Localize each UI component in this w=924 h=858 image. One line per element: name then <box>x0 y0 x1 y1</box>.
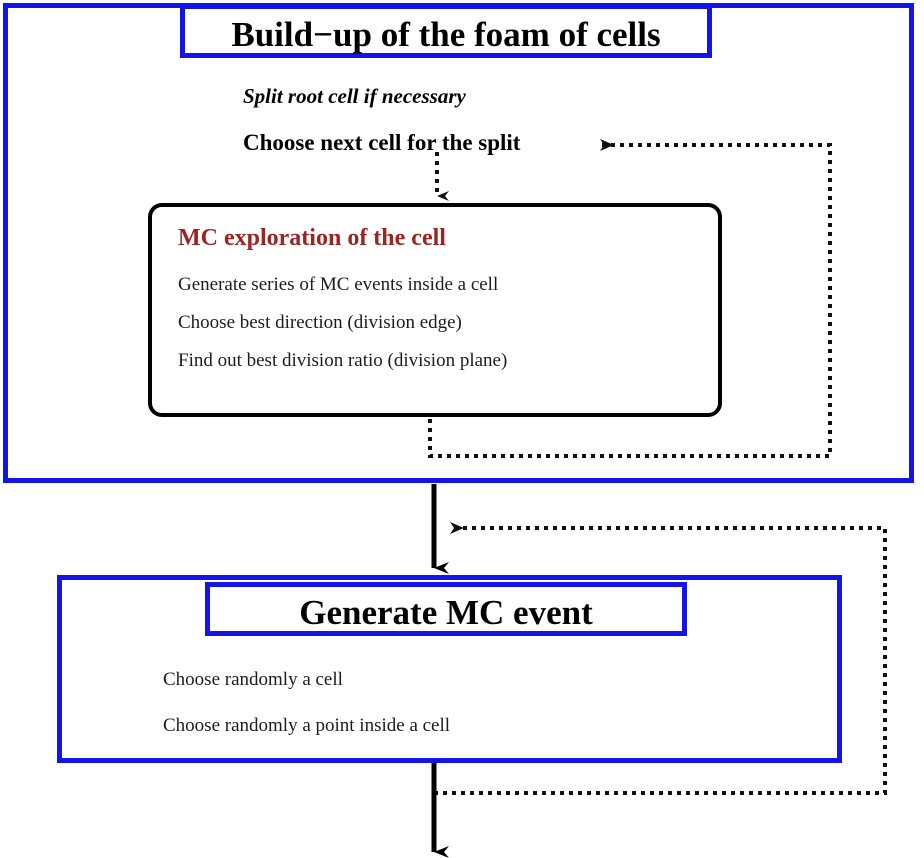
buildup-phase-heading: Build−up of the foam of cells <box>180 4 712 58</box>
generate-mc-event-step-2: Choose randomly a point inside a cell <box>163 715 451 736</box>
mc-exploration-step-2: Choose best direction (division edge) <box>178 312 462 333</box>
choose-next-cell-step: Choose next cell for the split <box>243 130 521 155</box>
mc-exploration-box: MC exploration of the cell Generate seri… <box>148 203 722 417</box>
split-root-cell-note: Split root cell if necessary <box>243 84 466 108</box>
mc-exploration-step-3: Find out best division ratio (division p… <box>178 350 508 371</box>
generate-mc-event-step-1: Choose randomly a cell <box>163 669 343 690</box>
generate-mc-event-heading: Generate MC event <box>205 582 687 636</box>
mc-exploration-step-1: Generate series of MC events inside a ce… <box>178 274 499 295</box>
mc-exploration-title: MC exploration of the cell <box>178 225 446 251</box>
